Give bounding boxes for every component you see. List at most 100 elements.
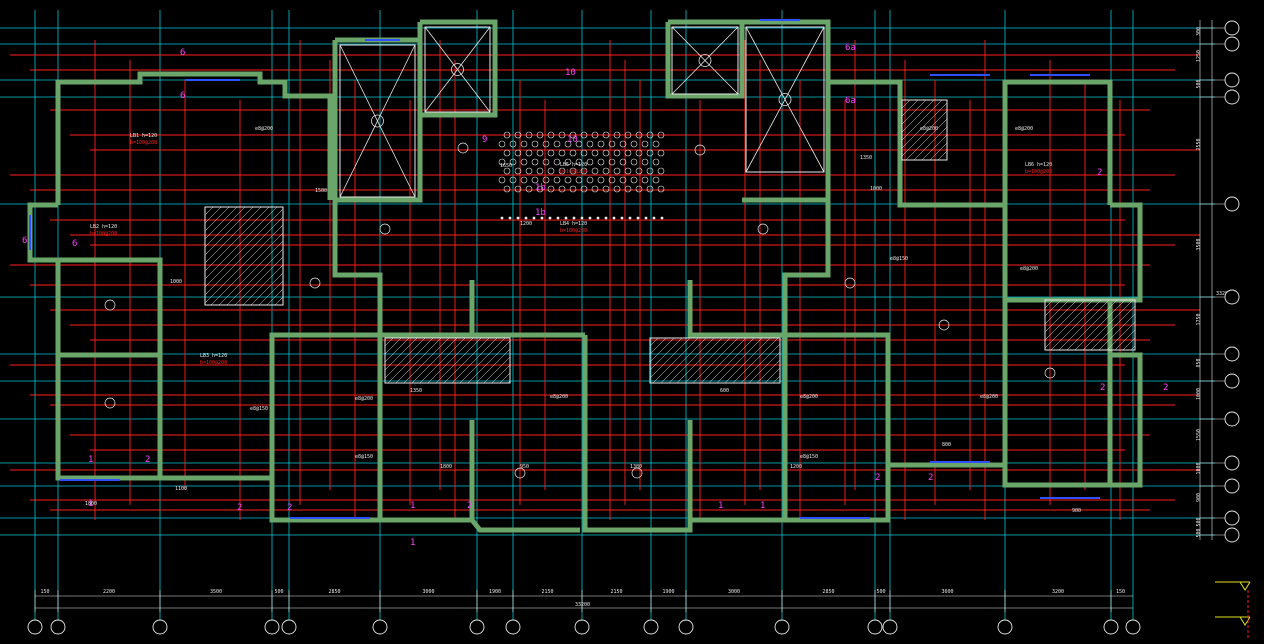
- wall-room-c-right: [690, 332, 788, 523]
- hatch-mid-left-hatch: [483, 356, 511, 384]
- slab-note: b=100@200: [1025, 169, 1052, 175]
- dot-pattern: [498, 176, 506, 184]
- dot-pattern: [586, 158, 594, 166]
- dot-pattern: [558, 131, 566, 139]
- room-mark: 1: [760, 501, 765, 511]
- slab-label: LB5 h=120: [560, 162, 587, 168]
- dot-pattern: [536, 131, 544, 139]
- dot-pattern: [547, 185, 555, 193]
- axis-bubble-right: [1224, 289, 1240, 305]
- hatch-left-hatch: [274, 296, 284, 306]
- dot-pattern: [498, 158, 506, 166]
- room-tag: [379, 223, 391, 235]
- dot-pattern: [602, 149, 610, 157]
- wall-core-right: [687, 200, 831, 338]
- axis-bubble-bottom: [264, 619, 280, 635]
- slab-label: LB2 h=120: [90, 224, 117, 230]
- dot-pattern: [514, 167, 522, 175]
- dot-pattern: [553, 140, 561, 148]
- dim-bottom: 3200: [1052, 589, 1064, 595]
- dot-pattern: [575, 158, 583, 166]
- hatch-right-top-hatch: [929, 142, 948, 161]
- hatch-mid-right-hatch: [716, 337, 763, 384]
- rebar-label: e8@150: [890, 256, 908, 262]
- wall-left-notch: [27, 202, 58, 263]
- hatch-left-hatch: [204, 206, 222, 224]
- dot-pattern: [564, 176, 572, 184]
- dim-right: 500: [1196, 517, 1202, 526]
- hatch-right-hatch: [1044, 299, 1078, 333]
- dim-right: 3500: [1196, 238, 1202, 250]
- axis-bubble-right: [1224, 196, 1240, 212]
- dot-pattern: [635, 185, 643, 193]
- hatch-mid-left-hatch: [384, 337, 394, 347]
- dot-pattern: [602, 167, 610, 175]
- axis-bubble-bottom: [1125, 619, 1141, 635]
- axis-bubble-right: [1224, 411, 1240, 427]
- wall-elevator-left: [332, 37, 423, 203]
- room-mark: 2: [1100, 383, 1105, 393]
- axis-bubble-right: [1224, 72, 1240, 88]
- axis-bubbles: 3001250500255035001750850100015501000900…: [27, 20, 1240, 635]
- dot-pattern: [509, 176, 517, 184]
- dot-pattern: [569, 185, 577, 193]
- hatch-right-top-hatch: [901, 99, 935, 133]
- hatch-mid-right-hatch: [684, 337, 731, 384]
- small-dim: 600: [720, 388, 729, 394]
- elevator-shaft-left: [339, 44, 416, 198]
- hatch-mid-right-hatch: [649, 337, 667, 355]
- dot-pattern: [542, 176, 550, 184]
- dot-pattern: [596, 216, 600, 220]
- elevator-shaft-left-tag: [371, 114, 384, 128]
- dot-pattern: [540, 216, 544, 220]
- wall-room-c-mid: [582, 335, 693, 533]
- small-dim: 1800: [85, 501, 97, 507]
- dot-pattern: [503, 131, 511, 139]
- hatch-left-hatch: [204, 206, 262, 264]
- dim-bottom: 2150: [542, 589, 554, 595]
- hatch-left-hatch: [250, 272, 284, 306]
- dot-pattern: [548, 216, 552, 220]
- hatch-right-top-hatch: [901, 102, 948, 149]
- small-dim: 1500: [315, 188, 327, 194]
- room-tag: [757, 223, 769, 235]
- hatch-mid-right-hatch: [740, 343, 781, 384]
- hatch-right-hatch: [1090, 305, 1136, 351]
- axis-bubble-bottom: [1103, 619, 1119, 635]
- dot-pattern: [553, 158, 561, 166]
- hatch-left-hatch: [266, 288, 284, 306]
- stair-shaft-left-tag: [451, 63, 464, 76]
- hatch-right: [1044, 299, 1136, 351]
- dot-pattern: [520, 158, 528, 166]
- hatch-left-hatch: [210, 232, 284, 306]
- hatch-right-top-hatch: [901, 99, 943, 141]
- hatch-right-hatch: [1114, 329, 1136, 351]
- hatch-mid-left-hatch: [499, 372, 511, 384]
- hatch-mid-right-hatch: [649, 337, 691, 379]
- red-grid-lines: [10, 40, 1200, 520]
- room-mark: 1: [718, 501, 723, 511]
- dot-pattern: [542, 140, 550, 148]
- total-dim-bottom: 33200: [575, 602, 590, 608]
- dot-pattern: [542, 158, 550, 166]
- room-mark: 1: [410, 538, 415, 548]
- axis-bubble-right: [1224, 373, 1240, 389]
- dim-bottom: 150: [1116, 589, 1125, 595]
- room-mark: 6a: [845, 96, 856, 106]
- hatch-mid-right-hatch: [649, 337, 675, 363]
- rebar-label: e8@200: [1015, 126, 1033, 132]
- dot-pattern: [564, 140, 572, 148]
- room-tag: [844, 277, 856, 289]
- rebar-label: e8@200: [355, 396, 373, 402]
- hatch-right-top-hatch: [901, 99, 927, 125]
- room-tag: [631, 467, 643, 479]
- hatch-mid-left-hatch: [419, 337, 466, 384]
- rebar-label: e8@200: [800, 394, 818, 400]
- slab-label: LB1 h=120: [130, 133, 157, 139]
- axis-bubble-right: [1224, 346, 1240, 362]
- hatch-left-hatch: [242, 264, 284, 306]
- axis-bubble-bottom: [643, 619, 659, 635]
- hatch-mid-left-hatch: [467, 340, 511, 384]
- hatch-mid-right-hatch: [676, 337, 723, 384]
